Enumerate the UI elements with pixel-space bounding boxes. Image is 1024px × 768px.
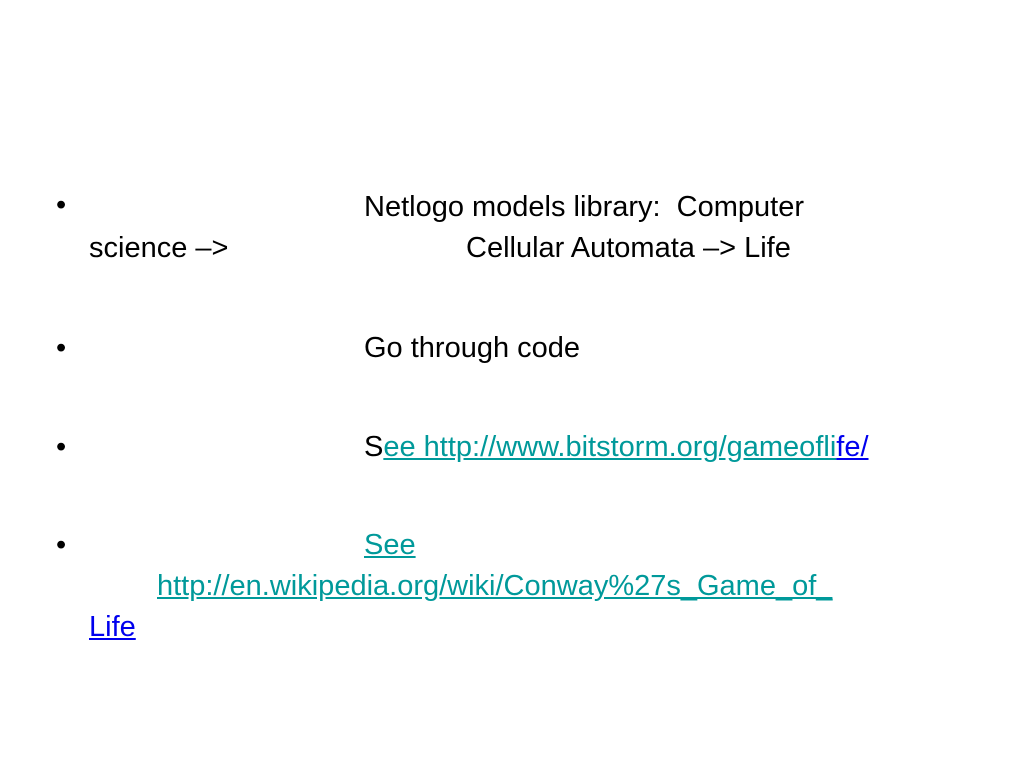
wikipedia-link-url[interactable]: http://en.wikipedia.org/wiki/Conway%27s_… — [89, 566, 953, 606]
bullet-marker: • — [56, 529, 67, 561]
bitstorm-link-tail[interactable]: fe/ — [836, 431, 869, 463]
bullet-text-netlogo-line1: Netlogo models library: Computer — [364, 191, 805, 223]
bitstorm-link[interactable]: ee http://www.bitstorm.org/gameofli — [383, 431, 837, 463]
bullet-text-netlogo-line2a: science –> — [89, 232, 229, 264]
bullet-marker: • — [56, 431, 67, 463]
bullet-marker: • — [56, 189, 67, 221]
bitstorm-link-line: See http://www.bitstorm.org/gameoflife/ — [364, 427, 869, 467]
bullet-text-go-through-code: Go through code — [364, 332, 581, 364]
wikipedia-link-url-text: http://en.wikipedia.org/wiki/Conway%27s_… — [157, 570, 833, 602]
bullet-marker: • — [56, 332, 67, 364]
bullet-text-netlogo-line2b: Cellular Automata –> Life — [466, 232, 791, 264]
wikipedia-link-life[interactable]: Life — [89, 611, 136, 643]
bitstorm-prefix: S — [364, 431, 384, 463]
wikipedia-link-see[interactable]: See — [364, 529, 416, 561]
